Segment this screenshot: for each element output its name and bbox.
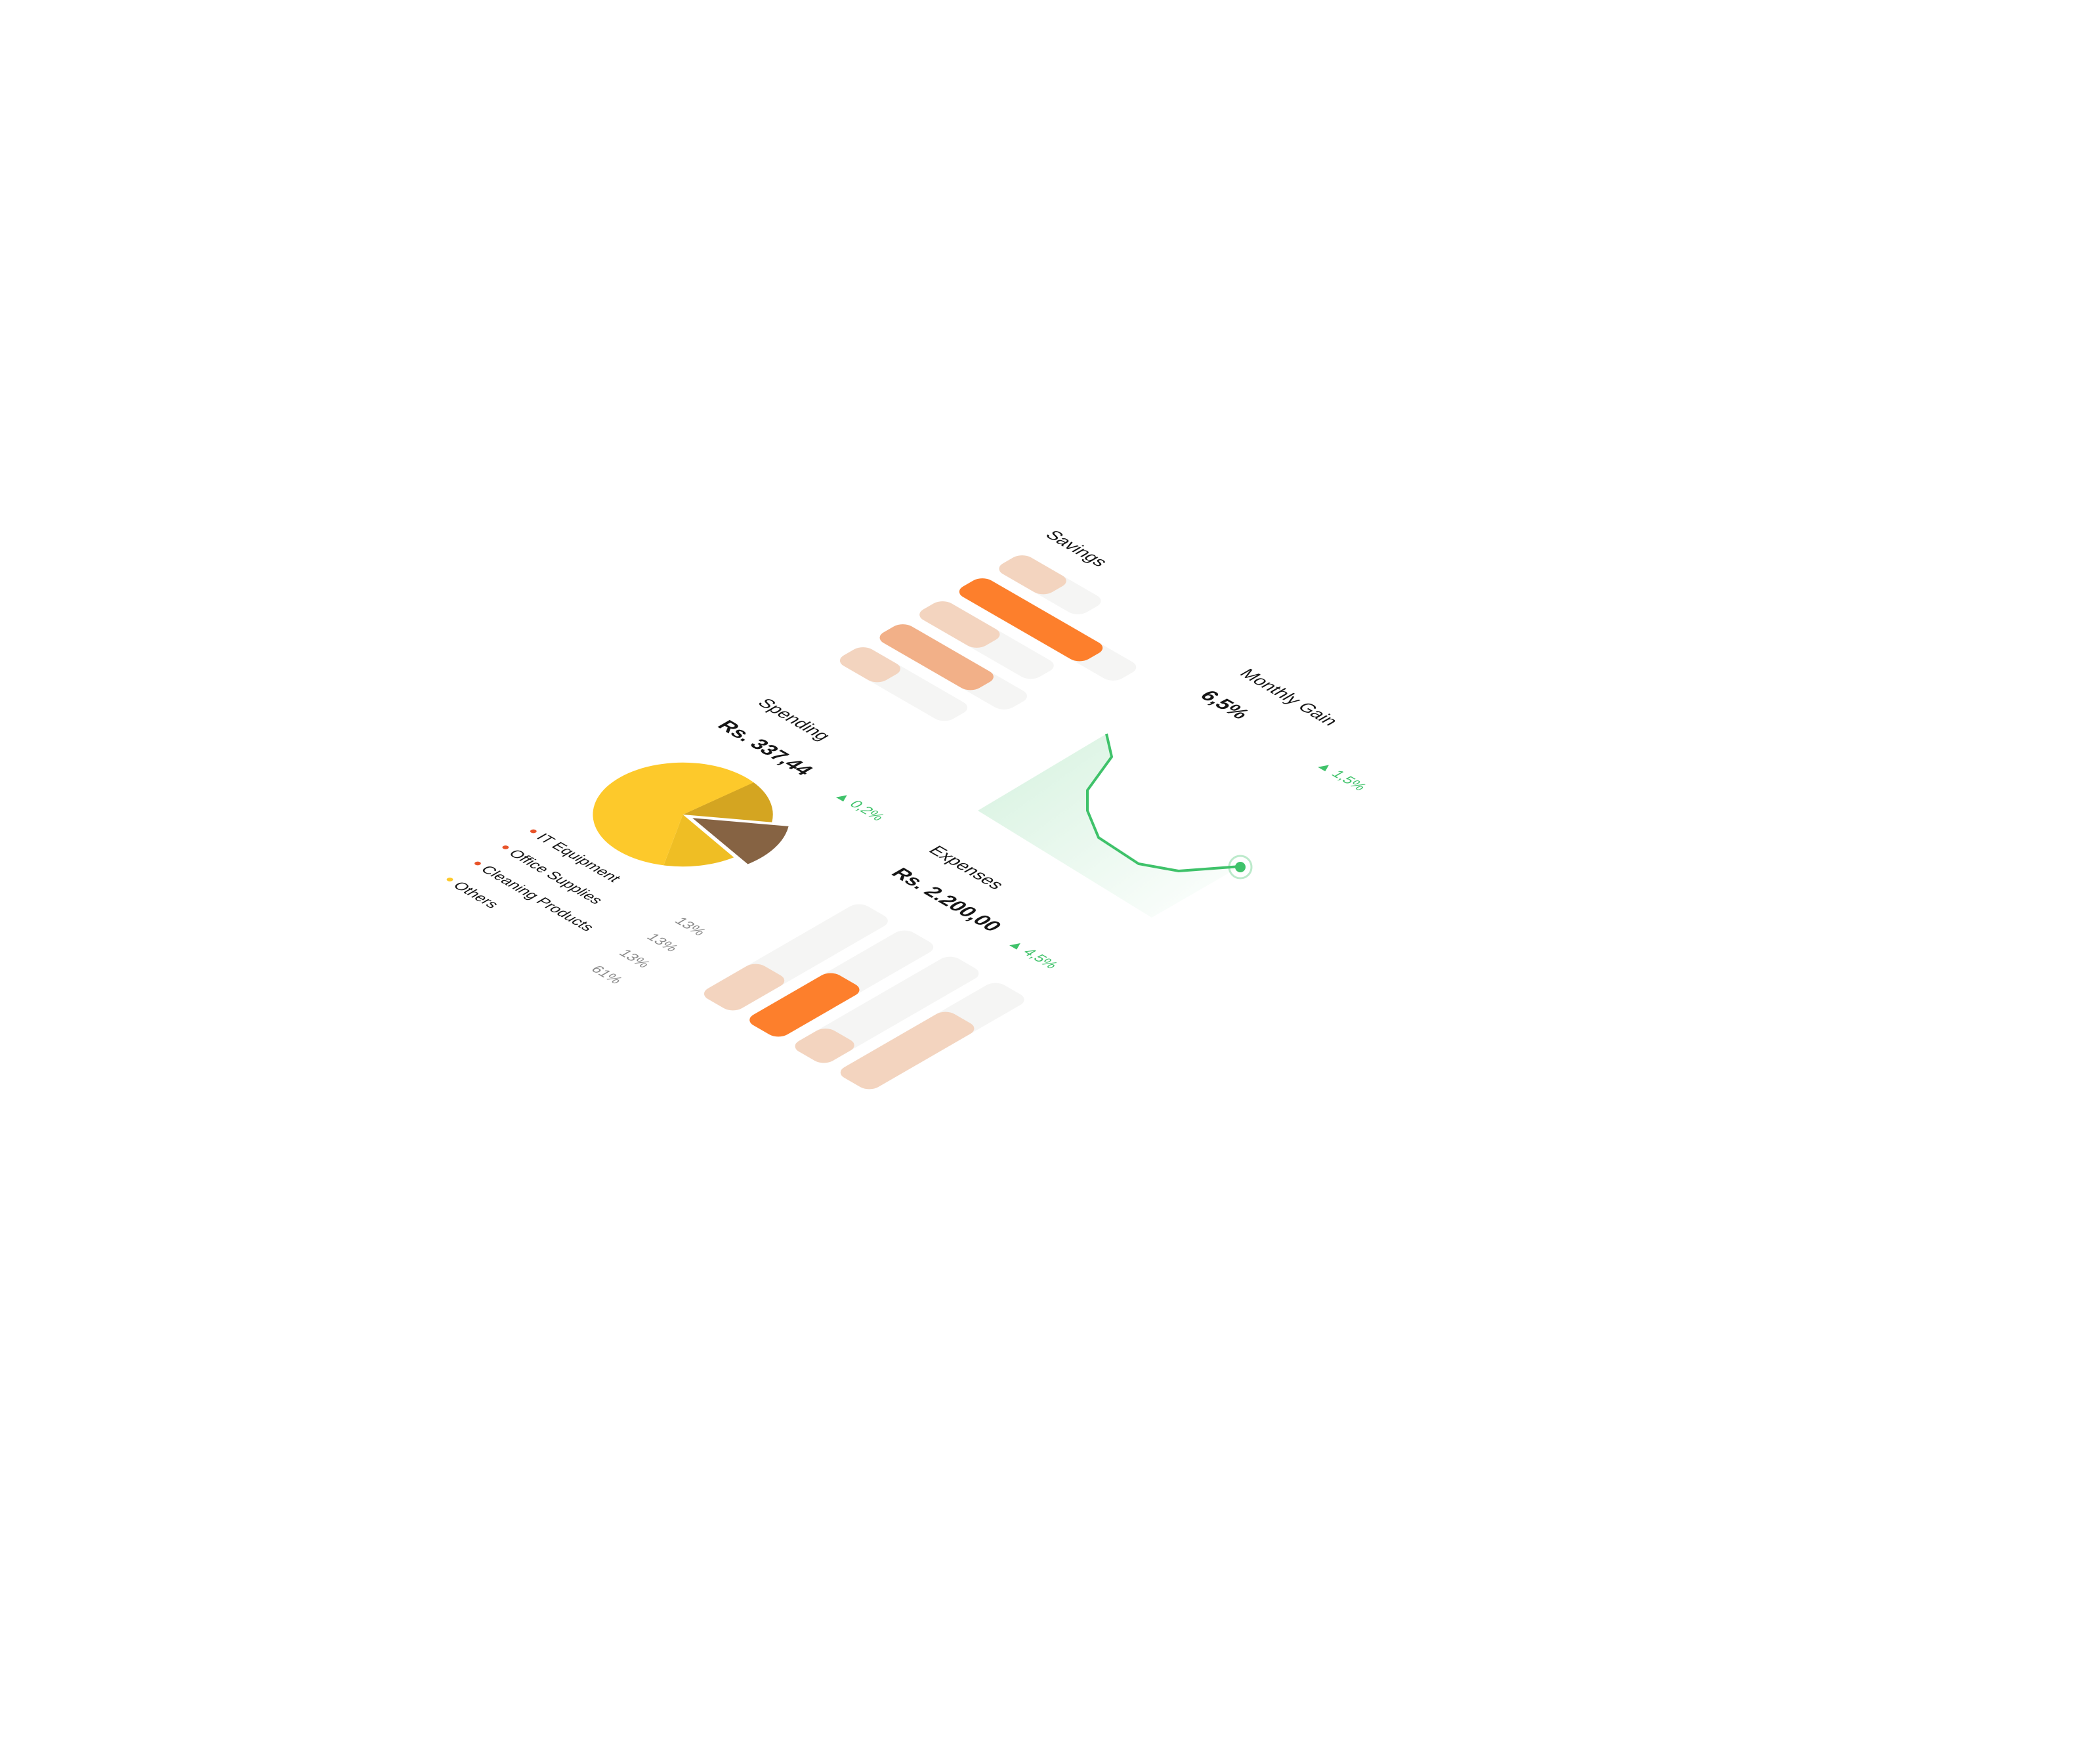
pie-slice-office-supplies[interactable] <box>682 778 797 844</box>
legend-dot <box>530 829 537 834</box>
pie-slice-others[interactable] <box>556 741 781 871</box>
pie-slice-cleaning-products[interactable] <box>629 815 746 882</box>
expenses-bar-chart <box>699 904 1024 1092</box>
expense-bar[interactable] <box>699 961 790 1013</box>
monthly-gain-chart <box>978 733 1253 918</box>
monthly-gain-value: 6,5% <box>1195 687 1255 722</box>
pie-slice-it-equipment[interactable] <box>680 794 802 864</box>
expense-bar[interactable] <box>744 970 865 1040</box>
gain-area-fill <box>978 734 1240 918</box>
legend-label: Office Supplies <box>505 847 608 906</box>
gain-line <box>1086 733 1241 873</box>
monthly-gain-delta: 1,5% <box>1328 768 1370 793</box>
savings-title: Savings <box>1041 528 1112 569</box>
legend-percent: 13% <box>616 947 655 970</box>
savings-bar[interactable] <box>914 599 1005 651</box>
legend-dot <box>446 878 453 882</box>
savings-bar[interactable] <box>874 622 999 694</box>
expense-bar[interactable] <box>835 1009 980 1092</box>
expense-bar[interactable] <box>789 1026 860 1067</box>
savings-bar[interactable] <box>835 645 906 686</box>
savings-bar-chart <box>835 553 1137 721</box>
gain-endpoint-ring[interactable] <box>1228 855 1253 880</box>
legend-dot <box>474 861 481 866</box>
spending-delta: 0,2% <box>846 798 889 823</box>
legend-percent: 13% <box>643 931 682 954</box>
monthly-gain-title: Monthly Gain <box>1235 666 1343 728</box>
savings-bar[interactable] <box>954 576 1108 665</box>
legend-percent: 13% <box>671 915 710 938</box>
isometric-plane: Savings Monthly Gain 6,5% ▲ 1,5% Spendin… <box>446 528 1371 1092</box>
expenses-delta: 4,5% <box>1019 946 1062 971</box>
savings-bar[interactable] <box>994 553 1072 598</box>
legend-label: Others <box>450 879 503 910</box>
spending-pie-chart <box>556 741 802 882</box>
gain-endpoint[interactable] <box>1235 862 1246 872</box>
legend-percent: 61% <box>587 963 627 986</box>
legend-dot <box>502 845 509 849</box>
